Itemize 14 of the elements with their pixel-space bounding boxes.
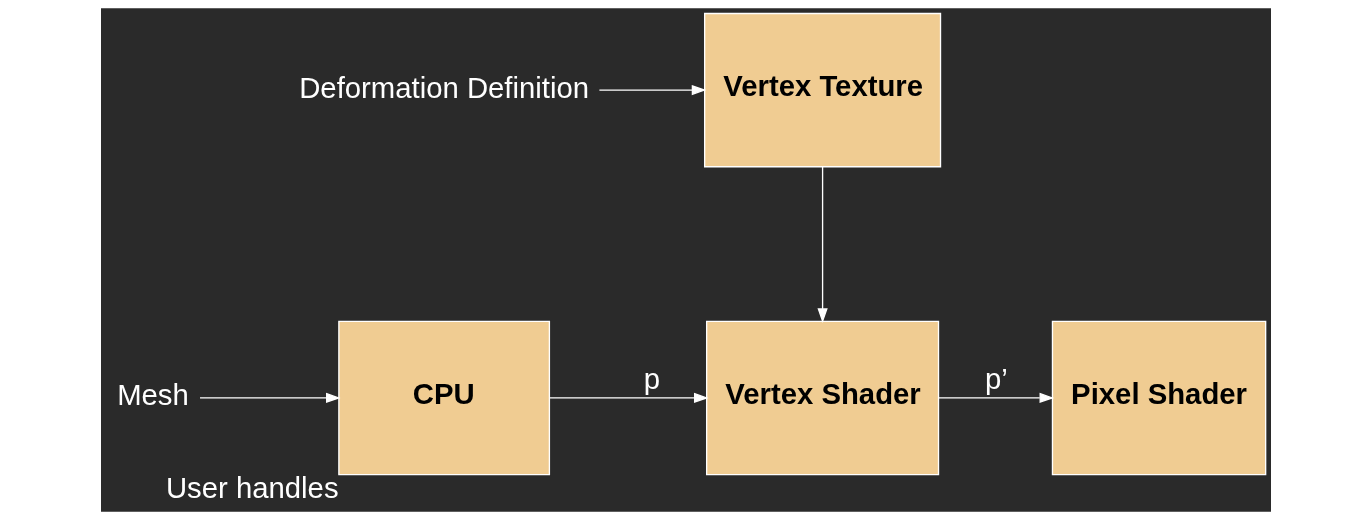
node-text: Deformation Definition bbox=[298, 70, 589, 104]
node-label: User handles bbox=[165, 471, 339, 504]
arrow bbox=[198, 392, 341, 404]
node-box: Vertex Shader bbox=[705, 320, 939, 476]
arrow bbox=[548, 392, 709, 404]
node-box: Vertex Texture bbox=[703, 12, 941, 168]
node-box: CPU bbox=[337, 320, 550, 476]
node-text: Mesh bbox=[116, 378, 189, 412]
edge-label: p bbox=[643, 362, 660, 396]
arrow bbox=[816, 166, 828, 323]
node-box: Pixel Shader bbox=[1051, 320, 1266, 476]
arrow bbox=[937, 392, 1054, 404]
arrow bbox=[598, 84, 706, 96]
edge-label: p’ bbox=[984, 362, 1008, 396]
